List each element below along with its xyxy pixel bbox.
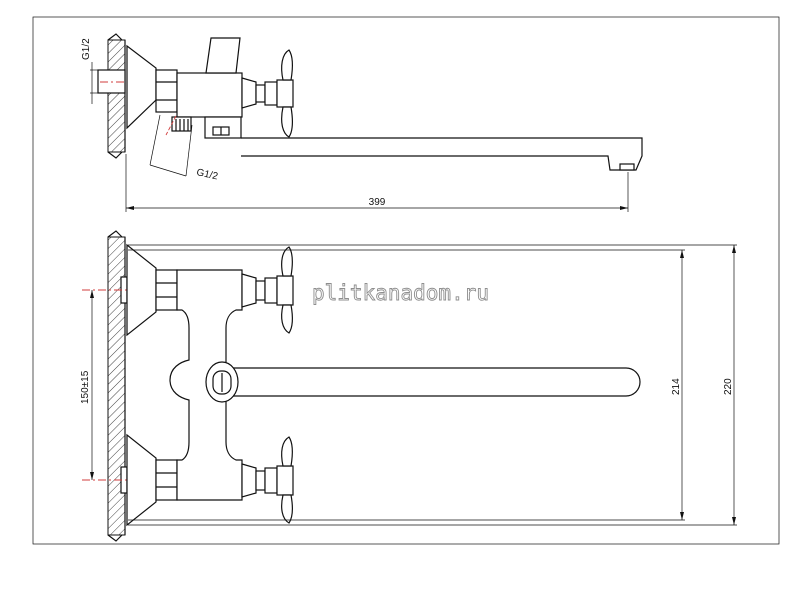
dimension-center-distance-label: 150±15	[80, 370, 91, 404]
side-view: 399 G1/2 G1/2	[81, 33, 643, 212]
side-view-shower-outlet	[149, 114, 193, 177]
dimension-center-distance: 150±15	[80, 290, 94, 480]
watermark: plitkanadom.ru	[312, 281, 489, 305]
dimension-length-label: 399	[369, 197, 386, 208]
diverter-knob	[205, 361, 239, 403]
side-view-handle	[276, 49, 294, 138]
side-view-eccentric-nut	[155, 69, 178, 113]
thread-label-bottom: G1/2	[195, 167, 219, 182]
front-view-valve-top	[241, 246, 294, 334]
front-view-nut-top	[155, 269, 178, 311]
dimension-length: 399	[125, 154, 629, 212]
dimension-height-outer: 220	[128, 244, 737, 526]
front-view-escutcheon-top	[126, 243, 157, 337]
side-view-spout-swivel	[204, 116, 242, 139]
side-view-escutcheon	[126, 44, 157, 130]
thread-label-top: G1/2	[81, 38, 92, 60]
dimension-height-inner-label: 214	[671, 378, 682, 395]
front-view-valve-bottom	[241, 436, 294, 524]
side-view-wall	[107, 33, 126, 159]
front-view-escutcheon-bottom	[126, 433, 157, 527]
dimension-height-inner: 214	[128, 249, 685, 521]
front-view: 150±15 214 220	[80, 230, 737, 542]
side-view-mixer-body	[176, 37, 278, 118]
drawing-frame	[32, 16, 780, 545]
front-view-spout	[226, 367, 641, 397]
dimension-height-outer-label: 220	[723, 378, 734, 395]
side-view-spout	[241, 137, 643, 171]
front-view-nut-bottom	[155, 459, 178, 501]
